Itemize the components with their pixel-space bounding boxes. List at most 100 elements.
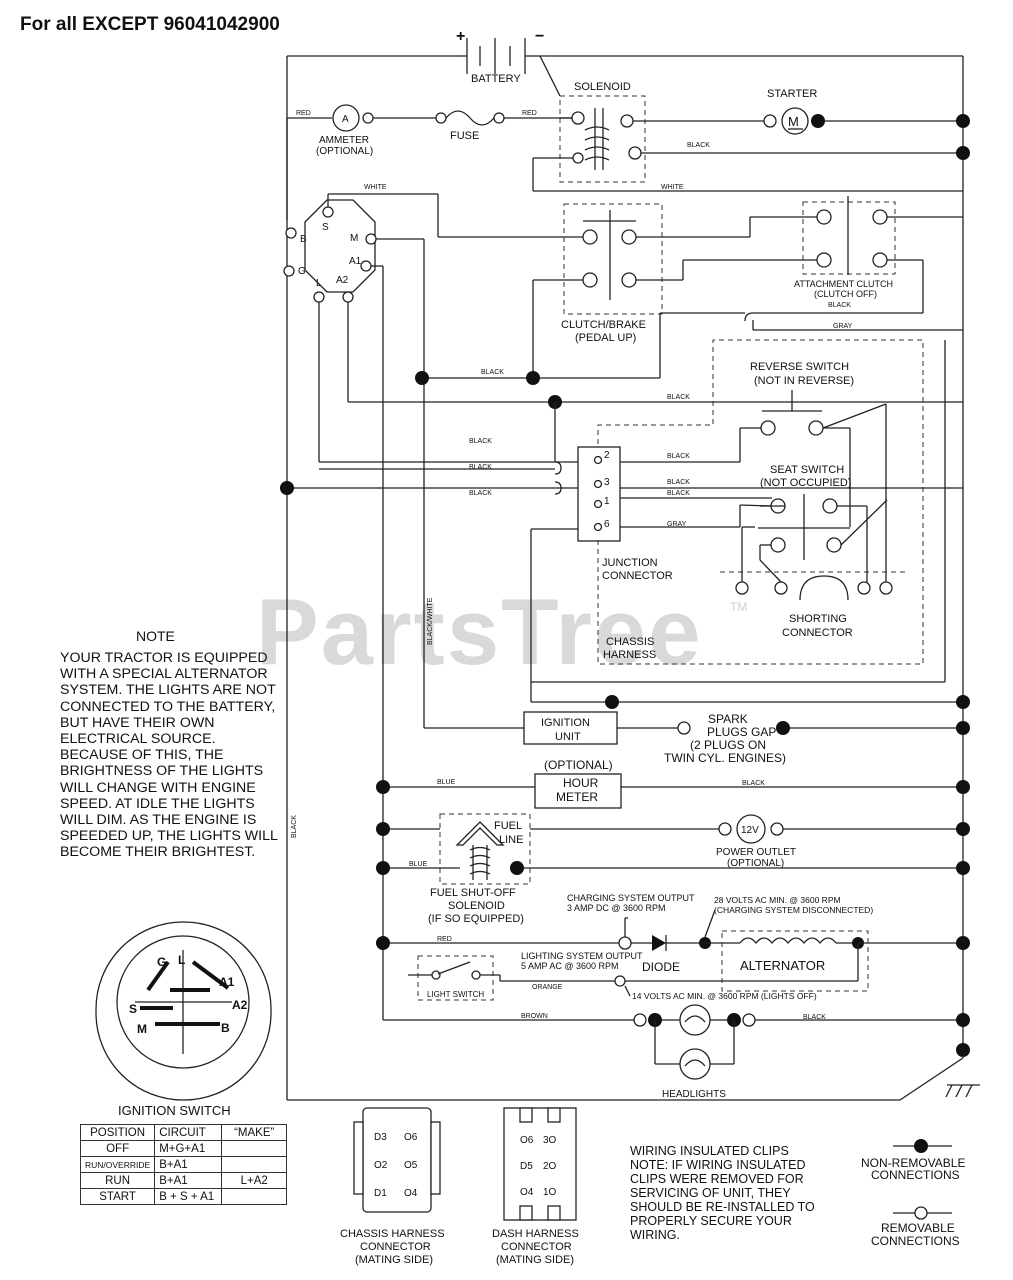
chassis-connector-side-label: (MATING SIDE): [355, 1254, 433, 1266]
watermark: PartsTree: [256, 579, 703, 684]
hour-meter: BLUE (OPTIONAL) HOUR METER BLACK: [376, 758, 963, 809]
ignition-switch-caption: IGNITION SWITCH: [118, 1103, 231, 1118]
chassis-harness-connector: D3 O6 O2 O5 D1 O4 CHASSIS HARNESS CONNEC…: [340, 1107, 445, 1266]
junction-label: JUNCTION: [602, 557, 658, 569]
junction-pin-1: 1: [604, 496, 610, 507]
volts-28-state-label: (CHARGING SYSTEM DISCONNECTED): [714, 905, 873, 915]
clips-note-line: NOTE: IF WIRING INSULATED: [630, 1158, 805, 1172]
starter: M STARTER: [763, 88, 963, 135]
charging-output-label: CHARGING SYSTEM OUTPUT: [567, 893, 695, 903]
dash-pin-5: D5: [520, 1161, 533, 1172]
wire-label-black: BLACK: [469, 464, 492, 471]
lighting-output-value: 5 AMP AC @ 3600 RPM: [521, 961, 619, 971]
light-switch-label: LIGHT SWITCH: [427, 990, 484, 999]
ign-face-a2: A2: [232, 998, 248, 1012]
ammeter-label: AMMETER: [319, 135, 369, 146]
wire-label-white: WHITE: [364, 184, 387, 191]
terminal-b: B: [300, 234, 307, 245]
wire-label-black: BLACK: [687, 142, 710, 149]
chassis-pin-d1: D1: [374, 1188, 387, 1199]
volts-28-label: 28 VOLTS AC MIN. @ 3600 RPM: [714, 895, 841, 905]
wire-label-black: BLACK: [828, 302, 851, 309]
wire-label-red: RED: [437, 936, 452, 943]
wire-label-orange: ORANGE: [532, 984, 563, 991]
dash-pin-4: O4: [520, 1187, 534, 1198]
shorting-label: SHORTING: [789, 613, 847, 625]
terminal-m: M: [350, 233, 358, 244]
dash-connector-label: DASH HARNESS: [492, 1228, 579, 1240]
motor-symbol: M: [788, 114, 799, 129]
reverse-switch-label: REVERSE SWITCH: [750, 361, 849, 373]
legend: NON-REMOVABLE CONNECTIONS REMOVABLE CONN…: [861, 1139, 965, 1248]
reverse-switch-state-label: (NOT IN REVERSE): [754, 375, 854, 387]
chassis-pin-o2: O2: [374, 1160, 388, 1171]
ign-face-a1: A1: [219, 975, 235, 989]
junction-connector: 2 3 1 6 BLACK BLACK BLACK GRAY JUNCTION …: [530, 427, 963, 702]
table-cell: B+A1: [154, 1172, 223, 1189]
table-row: RUN B+A1 L+A2: [79, 1172, 288, 1189]
wire-label-black: BLACK: [742, 780, 765, 787]
volts-14-label: 14 VOLTS AC MIN. @ 3600 RPM (LIGHTS OFF): [632, 991, 817, 1001]
solenoid-label: SOLENOID: [574, 81, 631, 93]
power-outlet-optional-label: (OPTIONAL): [727, 858, 784, 869]
chassis-connector-label: CHASSIS HARNESS: [340, 1228, 445, 1240]
table-cell: START: [79, 1188, 156, 1205]
table-cell: B + S + A1: [154, 1188, 223, 1205]
junction-connector-label: CONNECTOR: [602, 570, 673, 582]
fuel-equipped-label: (IF SO EQUIPPED): [428, 913, 524, 925]
table-cell: M+G+A1: [154, 1140, 223, 1157]
wire-label-white: WHITE: [661, 184, 684, 191]
chassis-pin-o6: O6: [404, 1132, 418, 1143]
fuel-line-label-2: LINE: [499, 834, 523, 846]
legend-removable-2: CONNECTIONS: [871, 1234, 960, 1248]
hour-meter-optional-label: (OPTIONAL): [544, 758, 613, 772]
spark-plugs-gap-label: PLUGS GAP: [707, 725, 776, 739]
wire-label-black: BLACK: [291, 815, 298, 838]
terminal-a2: A2: [336, 275, 349, 286]
chassis-harness-label: HARNESS: [603, 649, 656, 661]
clutch-state-label: (PEDAL UP): [575, 332, 636, 344]
ignition-unit-label: IGNITION: [541, 717, 590, 729]
wire-label-red: RED: [296, 110, 311, 117]
page-title: For all EXCEPT 96041042900: [20, 14, 280, 35]
ammeter-optional-label: (OPTIONAL): [316, 146, 373, 157]
ign-face-l: L: [178, 953, 185, 967]
legend-removable: REMOVABLE: [881, 1221, 955, 1235]
ground-connections: BLACK: [291, 114, 970, 1057]
fuse-label: FUSE: [450, 130, 479, 142]
table-cell: RUN: [79, 1172, 156, 1189]
wire-label-black: BLACK: [667, 479, 690, 486]
table-cell: [221, 1188, 288, 1205]
ammeter-fuse: A RED RED AMMETER (OPTIONAL) FUSE: [286, 104, 572, 220]
hour-meter-label: METER: [556, 790, 598, 804]
wire-label-black: BLACK: [667, 490, 690, 497]
table-header: “MAKE”: [221, 1124, 288, 1141]
table-row: START B + S + A1: [79, 1188, 288, 1205]
attachment-clutch-switch: ATTACHMENT CLUTCH (CLUTCH OFF) BLACK: [753, 196, 963, 314]
wire-label-black-white: BLACK/WHITE: [427, 597, 434, 645]
wire-label-black: BLACK: [667, 453, 690, 460]
ammeter-symbol: A: [342, 114, 349, 125]
clutch-label: CLUTCH/BRAKE: [561, 319, 646, 331]
wire-label-black: BLACK: [481, 369, 504, 376]
ignition-switch-face: G L A1 A2 S M B: [95, 921, 272, 1101]
dash-connector-side-label: (MATING SIDE): [496, 1254, 574, 1266]
ign-face-b: B: [221, 1021, 230, 1035]
table-cell: OFF: [79, 1140, 156, 1157]
charging-output-value: 3 AMP DC @ 3600 RPM: [567, 903, 666, 913]
wire-label-black: BLACK: [469, 490, 492, 497]
diode-label: DIODE: [642, 960, 680, 974]
wire-label-brown: BROWN: [521, 1013, 548, 1020]
dash-pin-1: 1O: [543, 1187, 557, 1198]
attachment-clutch-label: ATTACHMENT CLUTCH: [794, 279, 893, 289]
clips-note-line: WIRING INSULATED CLIPS: [630, 1144, 789, 1158]
battery-label: BATTERY: [471, 73, 521, 85]
wire-label-gray: GRAY: [667, 521, 687, 528]
shorting-connector-label: CONNECTOR: [782, 627, 853, 639]
chassis-pin-d3: D3: [374, 1132, 387, 1143]
ign-face-m: M: [137, 1022, 147, 1036]
starter-label: STARTER: [767, 88, 817, 100]
wire-label-black: BLACK: [469, 438, 492, 445]
table-cell: [221, 1156, 288, 1173]
watermark-trademark: TM: [730, 600, 748, 614]
